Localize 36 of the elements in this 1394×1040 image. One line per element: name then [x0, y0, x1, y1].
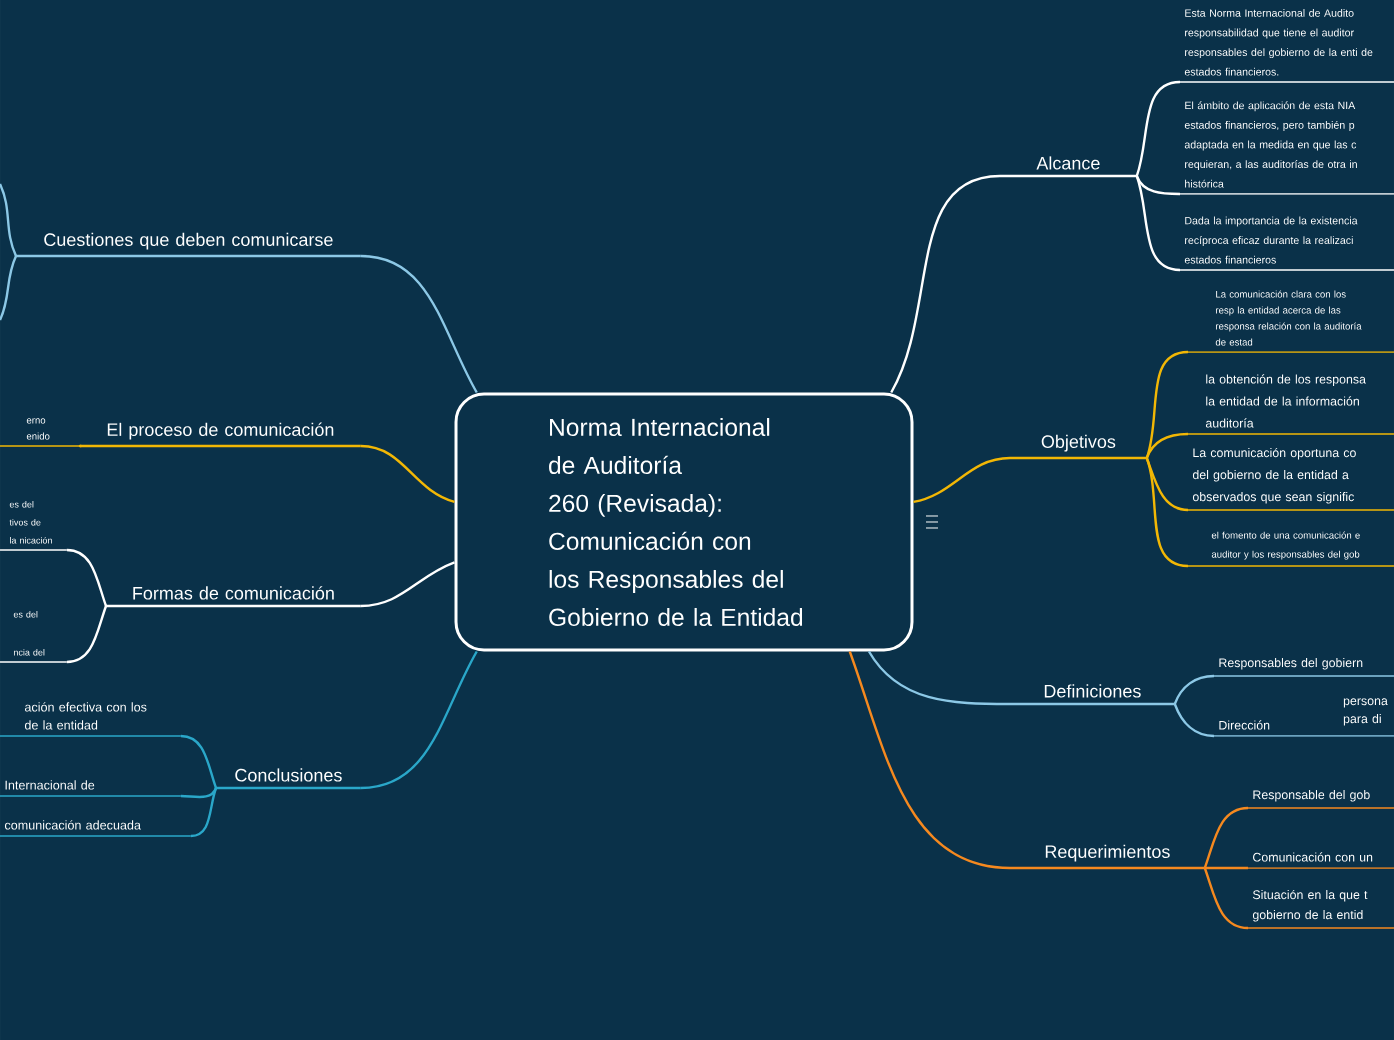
topic-label: Requerimientos	[1010, 844, 1205, 870]
branch-line	[1173, 703, 1215, 738]
branch-line	[1145, 350, 1189, 459]
branch-line	[360, 254, 478, 394]
branch-line	[0, 183, 18, 257]
topic-label: Cuestiones que deben comunicarse	[16, 232, 361, 258]
central-topic-box: Norma Internacional de Auditoría 260 (Revisada): Comunicación con los Responsables del Gobierno de la Entidad	[454, 392, 914, 652]
branch-line	[180, 787, 218, 799]
branch-line	[890, 174, 1001, 393]
branch-line	[80, 444, 81, 448]
branch-line	[180, 734, 218, 789]
branch-line	[1135, 175, 1181, 272]
branch-line	[0, 255, 18, 321]
branch-line	[360, 561, 455, 608]
branch-line	[1145, 457, 1189, 568]
branch-line	[1203, 806, 1249, 869]
branch-line	[913, 456, 1011, 504]
branch-line	[1135, 175, 1180, 196]
branch-line	[1173, 674, 1215, 705]
topic-label: Alcance	[1000, 156, 1137, 178]
branch-line	[867, 650, 1010, 706]
topic-label: Formas de comunicación	[106, 586, 361, 608]
topic-label: Conclusiones	[216, 768, 361, 790]
branch-line	[1145, 432, 1189, 459]
branch-line	[66, 548, 108, 607]
branch-line	[360, 444, 455, 504]
branch-line	[360, 650, 478, 790]
branch-line	[1135, 80, 1181, 177]
topic-label: El proceso de comunicación	[80, 422, 361, 448]
branch-line	[848, 651, 1011, 870]
branch-line	[190, 787, 218, 838]
branch-line	[1204, 866, 1248, 870]
branch-line	[1203, 867, 1249, 930]
topic-label: Definiciones	[1010, 684, 1175, 706]
topic-label: Objetivos	[1010, 434, 1147, 460]
branch-line	[66, 605, 108, 664]
